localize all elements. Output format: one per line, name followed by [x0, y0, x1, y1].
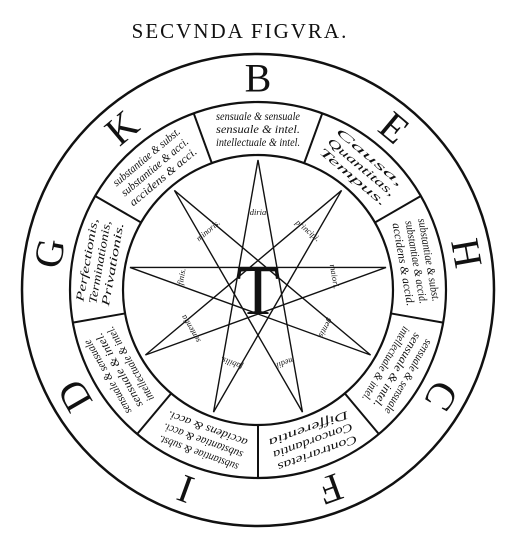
sector-line: sensuale & intel. — [216, 124, 300, 136]
star-label: maiori. — [328, 263, 342, 289]
sector-divider — [136, 392, 172, 435]
outer-letter-h: H — [442, 235, 491, 271]
sector-divider — [344, 392, 380, 435]
star-label: gentis. — [316, 317, 336, 341]
sector-8: Perfectionis,Terminationis,Privationis. — [74, 217, 126, 308]
sector-divider — [94, 195, 142, 224]
nine-pointed-star — [129, 159, 387, 413]
outer-circle — [20, 52, 496, 528]
outer-letter-g: G — [25, 235, 74, 271]
sector-6: substantiae & subst.substantiae & acci.a… — [157, 408, 249, 472]
outer-letter-k: K — [96, 101, 147, 154]
outer-letter-b: B — [245, 56, 272, 101]
star-label: finis. — [175, 267, 188, 285]
outer-letter-i: I — [172, 466, 200, 513]
sector-divider — [303, 112, 324, 164]
sector-3: substantiae & subst.substantiae & accid.… — [390, 218, 442, 307]
sector-divider — [390, 312, 444, 324]
center-letter-t: T — [237, 253, 280, 330]
star-label: diria — [250, 207, 267, 217]
sector-divider — [192, 112, 213, 164]
outer-letter-f: F — [312, 464, 348, 514]
sector-line: intellectuale & intel. — [216, 137, 300, 149]
sector-divider — [72, 312, 126, 324]
sector-dividers — [72, 112, 444, 478]
sector-divider — [374, 195, 422, 224]
sector-line: sensuale & sensuale — [216, 111, 300, 123]
figure-title: SECVNDA FIGVRA. — [132, 19, 349, 43]
star-label: medii. — [273, 355, 296, 372]
star-label: fabilis. — [219, 355, 244, 372]
